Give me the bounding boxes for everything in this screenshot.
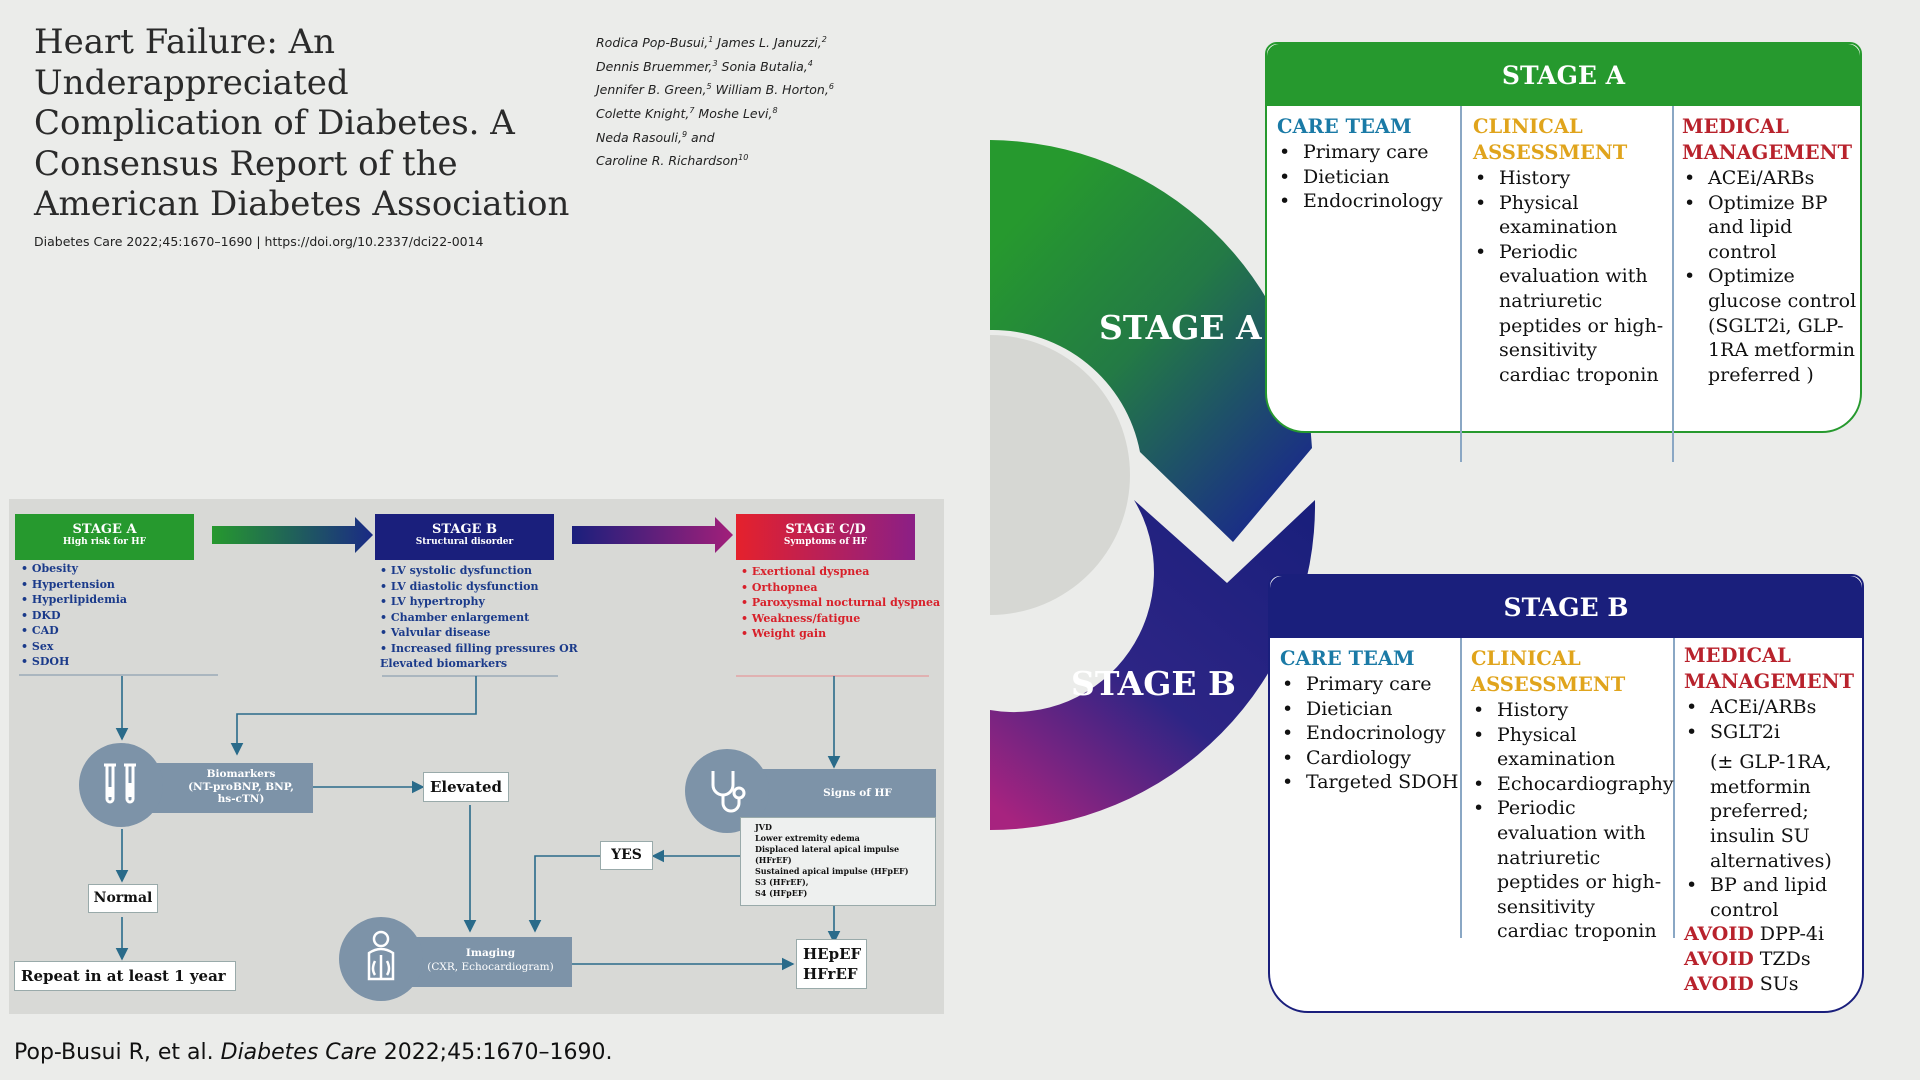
list-item: BP and lipid control (1684, 873, 1862, 922)
stage-b-medical-note: (± GLP-1RA, metformin preferred; insulin… (1710, 751, 1832, 872)
author-line: Rodica Pop-Busui,1 James L. Januzzi,2 (596, 35, 827, 51)
avoid-item: AVOID TZDs (1684, 947, 1811, 970)
normal-result: Normal (88, 884, 158, 913)
signs-of-hf-node: Signs of HF (739, 769, 936, 817)
stage-a-care-team: CARE TEAM Primary care Dietician Endocri… (1277, 114, 1457, 214)
list-item: Targeted SDOH (1280, 770, 1460, 795)
reference-footer: Pop-Busui R, et al. Diabetes Care 2022;4… (14, 1040, 613, 1065)
chest-xray-icon (339, 917, 423, 1001)
list-item: History (1473, 166, 1665, 191)
flowchart-connectors (19, 517, 929, 971)
list-item: Optimize glucose control (SGLT2i, GLP-1R… (1682, 264, 1860, 387)
list-item: Weakness/fatigue (741, 611, 940, 627)
author-line: Neda Rasouli,9 and (596, 129, 715, 145)
list-item: Primary care (1277, 140, 1457, 165)
wheel-stage-b-label: STAGE B (1071, 664, 1236, 703)
list-item: Valvular disease (380, 625, 580, 641)
list-item: Weight gain (741, 626, 940, 642)
list-item: LV hypertrophy (380, 594, 580, 610)
author-line: Colette Knight,7 Moshe Levi,8 (596, 105, 778, 122)
list-item: Exertional dyspnea (741, 564, 940, 580)
list-item: JVD (755, 822, 772, 832)
paper-title: Heart Failure: An Underappreciated Compl… (34, 22, 570, 224)
list-item: Orthopnea (741, 580, 940, 596)
stage-a-risk-list: Obesity Hypertension Hyperlipidemia DKD … (21, 561, 127, 670)
list-item: Cardiology (1280, 746, 1460, 771)
stage-b-panel: STAGE B CARE TEAM Primary care Dietician… (1268, 574, 1864, 1013)
author-line: Jennifer B. Green,5 William B. Horton,6 (596, 82, 834, 98)
list-item: Dietician (1277, 165, 1457, 190)
list-item: SGLT2i (1684, 720, 1862, 745)
list-item: Primary care (1280, 672, 1460, 697)
list-item: ACEi/ARBs (1684, 695, 1862, 720)
list-item: Periodic evaluation with natriuretic pep… (1471, 796, 1671, 944)
list-item: Physical examination (1473, 191, 1665, 240)
stage-b-care-team: CARE TEAM Primary care Dietician Endocri… (1280, 646, 1460, 795)
arrow-a-to-b (212, 517, 373, 553)
list-item: Hyperlipidemia (21, 592, 127, 608)
avoid-item: AVOID DPP-4i (1684, 923, 1825, 946)
wheel-stage-a-segment (990, 140, 1312, 542)
stage-b-panel-title: STAGE B (1270, 576, 1862, 638)
arrow-b-to-cd (572, 517, 733, 553)
list-item: Sex (21, 639, 127, 655)
list-item: History (1471, 698, 1671, 723)
list-item: Increased filling pressures OR Elevated … (380, 641, 580, 672)
list-item: Displaced lateral apical impulse (HFrEF) (755, 844, 900, 865)
list-item: Echocardiography (1471, 772, 1674, 797)
list-item: Optimize BP and lipid control (1682, 191, 1860, 265)
list-item: LV systolic dysfunction (380, 563, 580, 579)
wheel-stage-b-segment (990, 500, 1316, 830)
list-item: Lower extremity edema (755, 833, 860, 843)
list-item: Endocrinology (1277, 189, 1457, 214)
wheel-center (990, 335, 1130, 615)
list-item: Obesity (21, 561, 127, 577)
yes-branch: YES (600, 841, 653, 870)
list-item: DKD (21, 608, 127, 624)
stage-cd-symptom-list: Exertional dyspnea Orthopnea Paroxysmal … (741, 564, 940, 642)
stage-a-panel-title: STAGE A (1267, 44, 1860, 106)
list-item: Periodic evaluation with natriuretic pep… (1473, 240, 1665, 388)
stage-a-panel: STAGE A CARE TEAM Primary care Dietician… (1265, 42, 1862, 462)
list-item: LV diastolic dysfunction (380, 579, 580, 595)
list-item: ACEi/ARBs (1682, 166, 1860, 191)
list-item: S3 (HFrEF), (755, 877, 809, 887)
list-item: S4 (HFpEF) (755, 888, 808, 898)
elevated-result: Elevated (423, 772, 509, 802)
repeat-instruction: Repeat in at least 1 year (14, 961, 236, 991)
author-line: Caroline R. Richardson10 (596, 153, 749, 169)
wheel-stage-a-label: STAGE A (1099, 308, 1262, 347)
stage-b-structural-list: LV systolic dysfunction LV diastolic dys… (380, 563, 580, 672)
list-item: Endocrinology (1280, 721, 1460, 746)
list-item: Dietician (1280, 697, 1460, 722)
list-item: SDOH (21, 654, 127, 670)
test-tubes-icon (79, 743, 163, 827)
list-item: Sustained apical impulse (HFpEF) (755, 866, 909, 876)
list-item: Chamber enlargement (380, 610, 580, 626)
list-item: Paroxysmal nocturnal dyspnea (741, 595, 940, 611)
list-item: CAD (21, 623, 127, 639)
list-item: Hypertension (21, 577, 127, 593)
author-line: Dennis Bruemmer,3 Sonia Butalia,4 (596, 58, 813, 74)
citation: Diabetes Care 2022;45:1670–1690 | https:… (34, 234, 484, 249)
author-list: Rodica Pop-Busui,1 James L. Januzzi,2 De… (596, 30, 834, 172)
list-item: Physical examination (1471, 723, 1671, 772)
stage-wheel (990, 140, 1316, 830)
signs-list: JVD Lower extremity edema Displaced late… (740, 817, 936, 906)
avoid-item: AVOID SUs (1684, 972, 1799, 995)
